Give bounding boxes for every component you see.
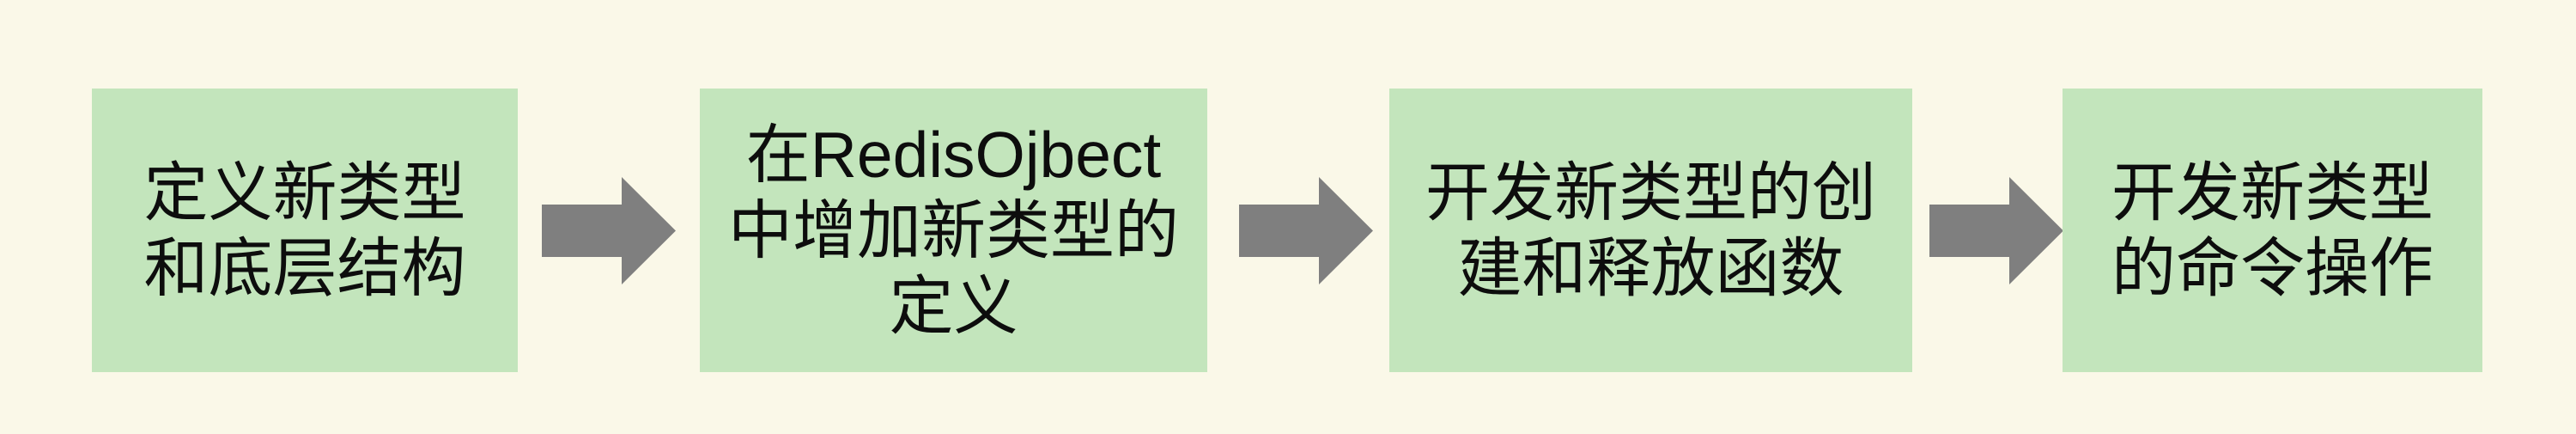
flow-step-label: 定义新类型 和底层结构 (143, 156, 466, 304)
arrow-right-icon (1239, 177, 1373, 284)
arrow-right-icon (542, 177, 676, 284)
flow-step-label: 在RedisOjbect 中增加新类型的 定义 (727, 119, 1179, 342)
flow-step-command-operations: 开发新类型 的命令操作 (2063, 89, 2482, 372)
flow-step-label: 开发新类型 的命令操作 (2111, 156, 2433, 304)
flow-step-create-free-functions: 开发新类型的创 建和释放函数 (1389, 89, 1912, 372)
flow-step-define-type: 定义新类型 和底层结构 (92, 89, 518, 372)
flow-step-label: 开发新类型的创 建和释放函数 (1425, 156, 1876, 304)
arrow-right-icon (1929, 177, 2063, 284)
flow-step-add-definition: 在RedisOjbect 中增加新类型的 定义 (700, 89, 1207, 372)
